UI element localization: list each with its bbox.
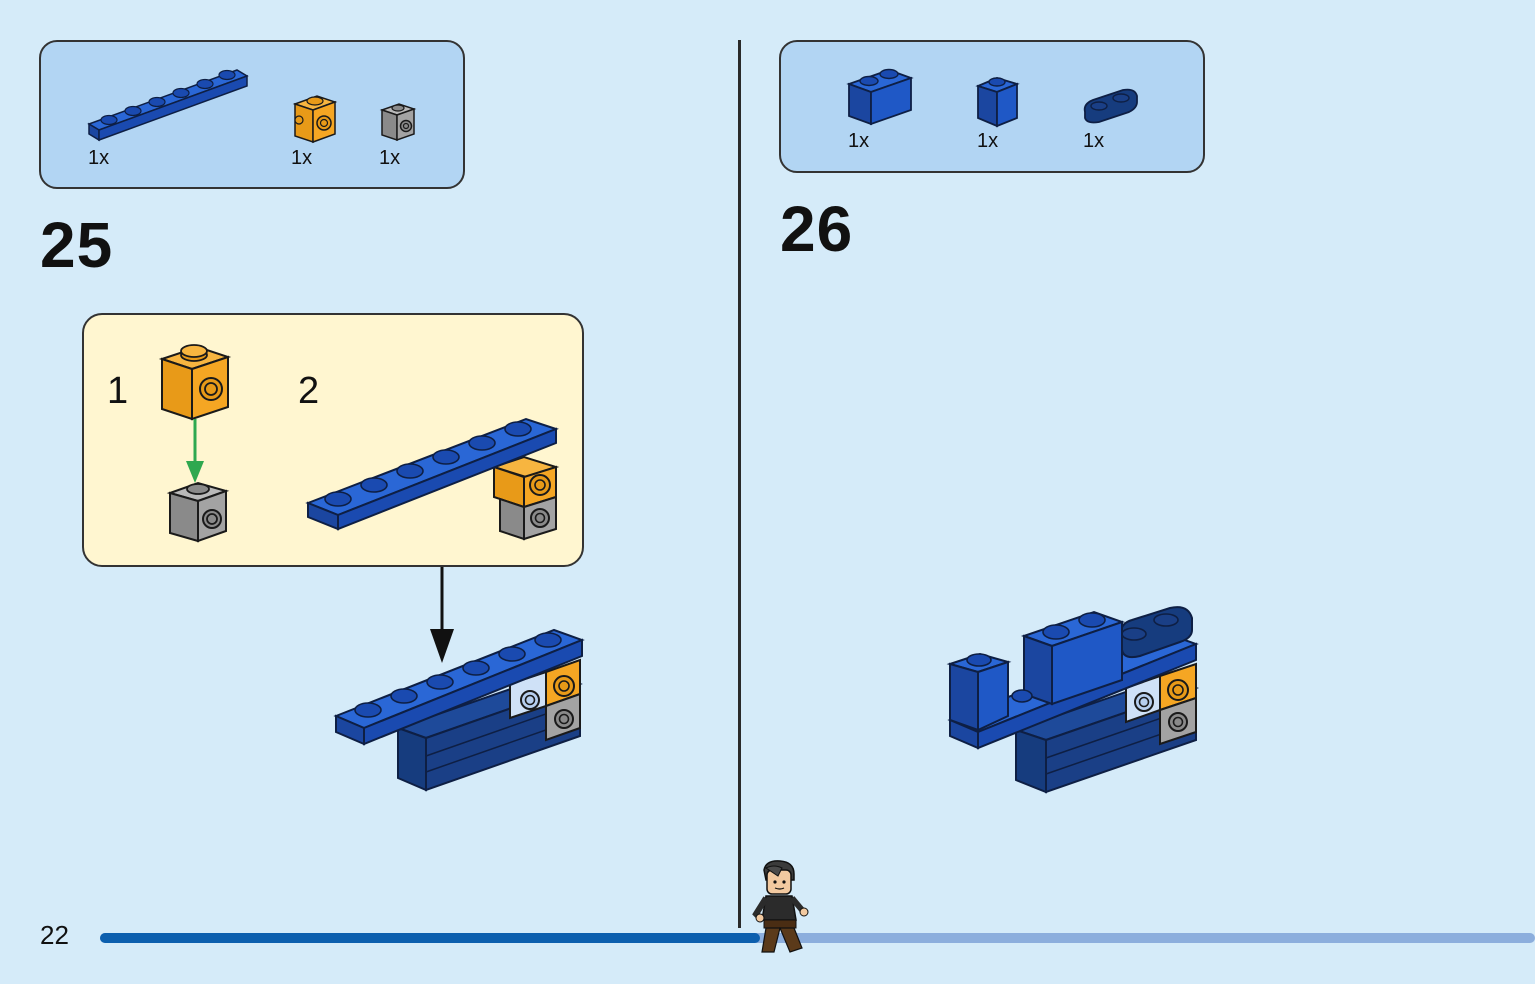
qty-label: 1x [379,147,401,169]
minifigure-walker-icon [752,860,809,953]
dark-blue-plate-1x2-rounded-icon [1083,88,1138,124]
step-25-parts-box: 1x 1x 1x [39,40,465,189]
qty-label: 1x [291,147,313,169]
blue-brick-1x1-icon [975,77,1020,128]
blue-plate-1x6-icon [87,69,249,142]
substep-number-1: 1 [107,370,129,412]
step-25-model-icon [333,628,585,792]
qty-label: 1x [1083,130,1105,152]
blue-brick-1x2-icon [846,68,914,126]
plate-on-bricks-icon [305,417,560,541]
substep-number-2: 2 [298,370,320,412]
grey-brick-icon [166,481,230,543]
qty-label: 1x [977,130,999,152]
black-down-arrow-icon [430,567,454,663]
progress-bar-fill [100,933,761,943]
progress-bar [100,933,1535,943]
page-number: 22 [40,920,69,950]
qty-label: 1x [88,147,110,169]
green-down-arrow-icon [186,419,204,483]
page-divider [738,40,741,928]
orange-brick-1x1-studs-icon [292,95,338,144]
orange-brick-icon [158,344,232,421]
sub-assembly-box: 1 2 [82,313,584,567]
grey-brick-1x1-stud-icon [379,103,417,142]
step-number-25: 25 [40,209,114,281]
step-number-26: 26 [780,193,854,265]
step-26-model-icon [946,606,1200,794]
qty-label: 1x [848,130,870,152]
step-26-parts-box: 1x 1x 1x [779,40,1205,173]
